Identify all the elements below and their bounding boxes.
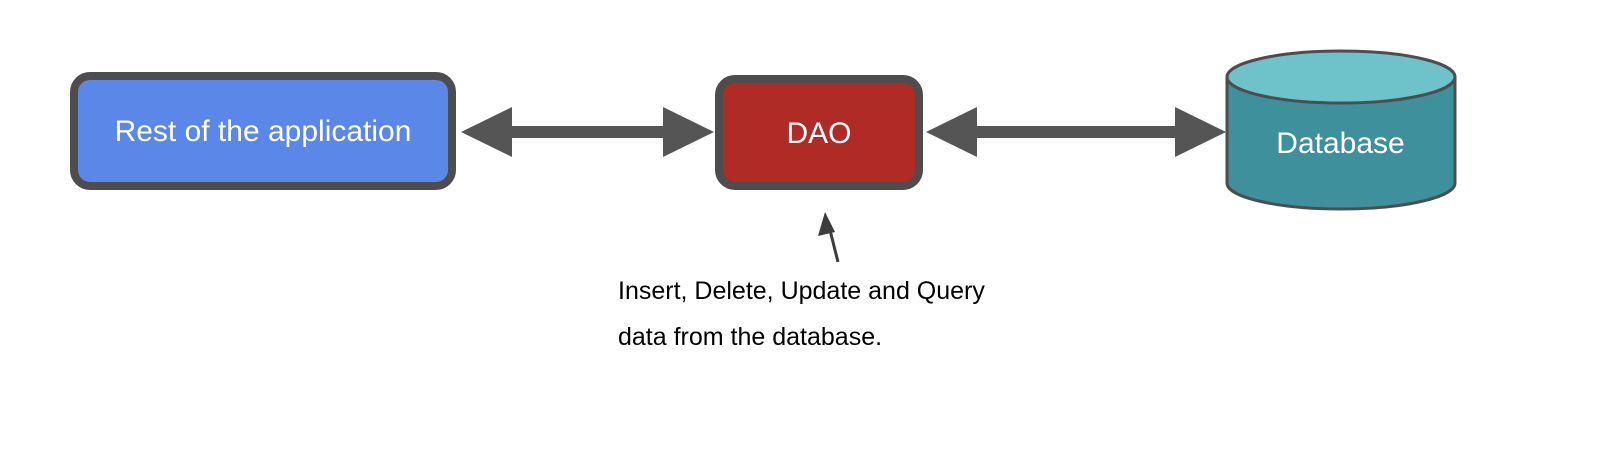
- dao-annotation-line-2: data from the database.: [618, 323, 883, 351]
- annotation-pointer-head: [818, 212, 835, 236]
- rest-of-application-box[interactable]: [70, 72, 456, 190]
- connector-dao-to-database-shaft: [975, 126, 1175, 138]
- connector-dao-to-database[interactable]: [926, 107, 1226, 157]
- node-database[interactable]: [1225, 49, 1457, 211]
- connector-dao-to-database-right-head: [1175, 107, 1226, 157]
- dao-box[interactable]: [715, 75, 923, 190]
- node-dao[interactable]: [715, 75, 923, 190]
- node-rest-of-application[interactable]: [70, 72, 456, 190]
- connector-annotation-pointer: [818, 212, 840, 263]
- database-cylinder-body: [1225, 75, 1457, 211]
- connector-rest-to-dao-right-head: [663, 107, 714, 157]
- dao-annotation-text: Insert, Delete, Update and Query data fr…: [618, 268, 1038, 360]
- connector-dao-to-database-left-head: [926, 107, 977, 157]
- database-cylinder-top: [1225, 49, 1457, 105]
- connector-rest-to-dao[interactable]: [461, 107, 714, 157]
- dao-annotation-line-1: Insert, Delete, Update and Query: [618, 277, 985, 305]
- connector-rest-to-dao-left-head: [461, 107, 512, 157]
- connector-rest-to-dao-shaft: [500, 126, 676, 138]
